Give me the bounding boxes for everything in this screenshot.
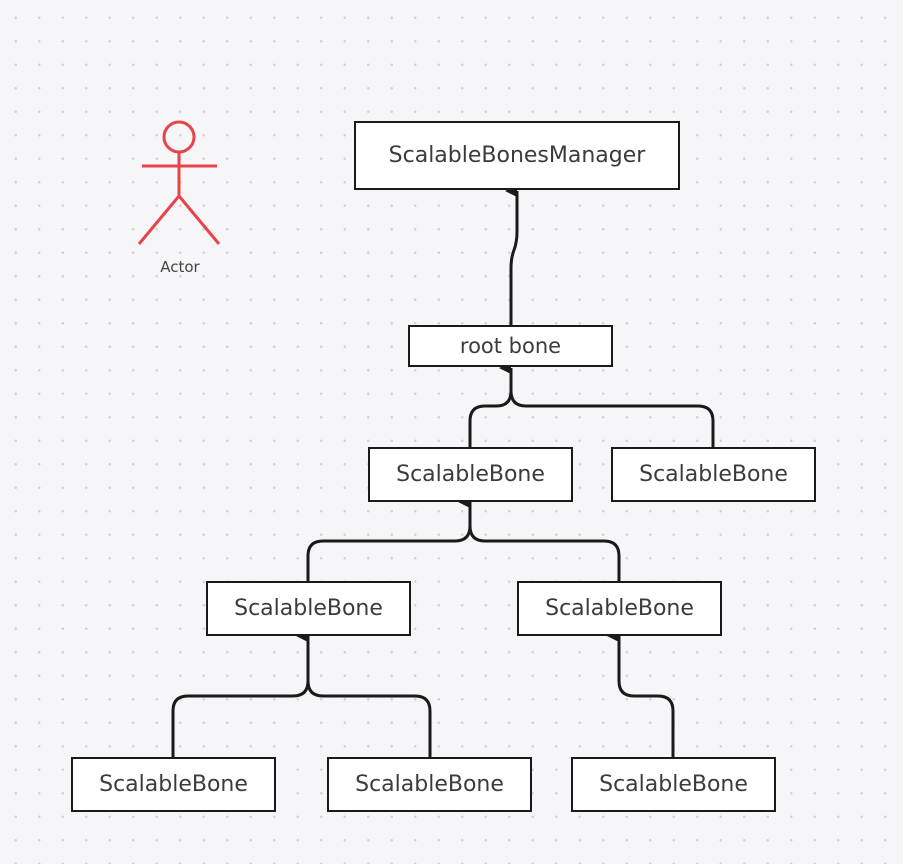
node-scalable-bone-l3-a[interactable]: ScalableBone — [71, 757, 276, 812]
node-root-bone[interactable]: root bone — [408, 325, 613, 367]
node-scalable-bone-l2-right[interactable]: ScalableBone — [517, 581, 722, 636]
node-scalable-bone-l1-right[interactable]: ScalableBone — [611, 447, 816, 502]
edge-bone-l2-left-to-l1[interactable] — [306, 525, 472, 582]
edge-bone-l3-c-to-l2-right[interactable] — [607, 630, 675, 758]
actor-label: Actor — [160, 258, 200, 276]
actor[interactable]: Actor — [130, 118, 230, 288]
node-label: root bone — [459, 334, 562, 358]
edge-bone-l2-right-to-l1[interactable] — [458, 496, 621, 582]
node-label: ScalableBone — [234, 596, 383, 621]
node-scalable-bone-l2-left[interactable]: ScalableBone — [206, 581, 411, 636]
node-label: ScalableBone — [545, 596, 694, 621]
edge-bone-l1-left-to-root[interactable] — [468, 390, 513, 448]
edge-root-to-manager[interactable] — [505, 185, 519, 326]
edge-bone-l1-right-to-root[interactable] — [499, 362, 715, 448]
node-label: ScalableBonesManager — [388, 143, 646, 168]
node-label: ScalableBone — [99, 772, 248, 797]
node-label: ScalableBone — [599, 772, 748, 797]
edge-bone-l3-b-to-l2-left[interactable] — [296, 630, 432, 758]
actor-icon — [137, 120, 221, 245]
node-scalable-bone-l3-b[interactable]: ScalableBone — [327, 757, 532, 812]
node-scalable-bone-l3-c[interactable]: ScalableBone — [571, 757, 776, 812]
node-label: ScalableBone — [396, 462, 545, 487]
node-label: ScalableBone — [355, 772, 504, 797]
node-scalable-bones-manager[interactable]: ScalableBonesManager — [354, 121, 680, 190]
node-scalable-bone-l1-left[interactable]: ScalableBone — [368, 447, 573, 502]
edge-bone-l3-a-to-l2-left[interactable] — [171, 680, 310, 758]
node-label: ScalableBone — [639, 462, 788, 487]
